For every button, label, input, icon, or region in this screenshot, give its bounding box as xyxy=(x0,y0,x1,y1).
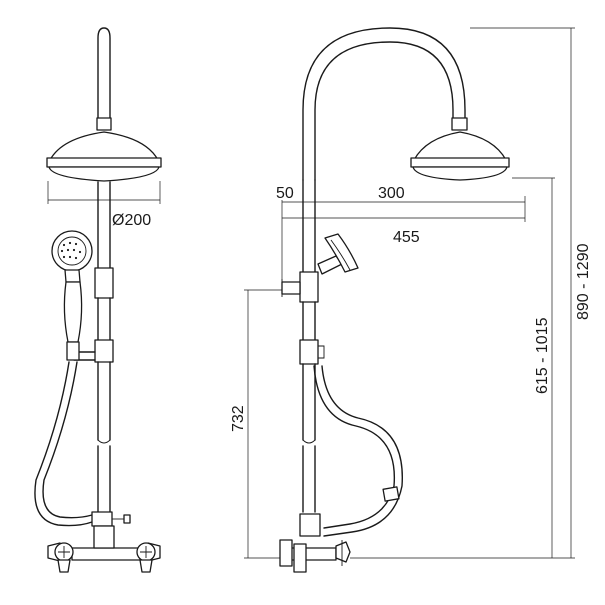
label-300: 300 xyxy=(378,185,405,202)
hand-shower-cone xyxy=(66,341,80,361)
front-hose-inner xyxy=(42,361,93,519)
side-rod-upper xyxy=(302,179,316,273)
side-view: 50 300 455 732 615 - 1015 890 - 1290 xyxy=(230,27,592,573)
side-rod-break xyxy=(302,439,316,444)
side-hose-connector xyxy=(299,513,321,537)
front-rod-upper xyxy=(97,181,111,269)
side-showerhead xyxy=(413,131,507,161)
front-handle-right-cross xyxy=(140,546,152,558)
front-diameter-label: Ø200 xyxy=(112,212,151,229)
label-50: 50 xyxy=(276,185,294,202)
side-hand-shower-face xyxy=(330,239,351,271)
front-diverter-knob xyxy=(123,514,131,524)
front-hose-connector xyxy=(91,511,113,527)
side-rod-mid xyxy=(302,301,316,341)
hand-shower-neck xyxy=(64,269,81,283)
front-showerhead-face xyxy=(48,166,160,182)
hand-shower-inner xyxy=(57,236,87,266)
side-wall-bracket xyxy=(281,281,301,295)
side-showerhead-rim xyxy=(410,157,510,168)
side-flange-nut xyxy=(293,543,307,573)
front-head-nut xyxy=(96,117,112,131)
label-615-1015: 615 - 1015 xyxy=(534,317,551,394)
side-rod-lower xyxy=(302,363,316,441)
front-rod-break xyxy=(97,439,111,444)
front-rod-bottom xyxy=(97,445,111,513)
side-showerhead-face xyxy=(412,166,508,181)
side-hose-outer xyxy=(313,365,396,529)
front-mixer-body xyxy=(71,547,141,561)
side-wall-flange xyxy=(279,539,293,567)
hand-shower-handle xyxy=(63,281,83,343)
label-455: 455 xyxy=(393,229,420,246)
front-rod-mid xyxy=(97,297,111,341)
side-lower-bracket xyxy=(299,339,319,365)
label-890-1290: 890 - 1290 xyxy=(575,243,592,320)
label-732: 732 xyxy=(230,405,247,432)
side-arc-outer xyxy=(302,27,466,181)
side-hose-inner xyxy=(321,365,403,537)
hand-shower-nozzles xyxy=(60,241,82,260)
front-hose-outer xyxy=(34,361,93,527)
front-lower-bracket xyxy=(94,339,114,363)
side-slide-bracket xyxy=(299,271,319,303)
side-arc-inner xyxy=(314,41,454,181)
front-handle-right-base xyxy=(139,559,153,573)
front-handle-left-base xyxy=(57,559,71,573)
side-lower-bracket-clip xyxy=(318,345,325,359)
side-hose-ferrule xyxy=(382,486,400,502)
front-showerhead xyxy=(49,131,159,161)
front-slide-bracket xyxy=(94,267,114,299)
front-handle-left-cross xyxy=(58,546,70,558)
front-view: Ø200 xyxy=(34,27,162,573)
front-mixer-riser xyxy=(93,525,115,549)
side-rod-bottom xyxy=(302,445,316,513)
side-mixer-handle xyxy=(335,541,351,563)
front-riser-top xyxy=(97,27,111,121)
front-showerhead-rim xyxy=(46,157,162,168)
side-head-nut xyxy=(451,117,468,131)
front-rod-lower xyxy=(97,361,111,441)
